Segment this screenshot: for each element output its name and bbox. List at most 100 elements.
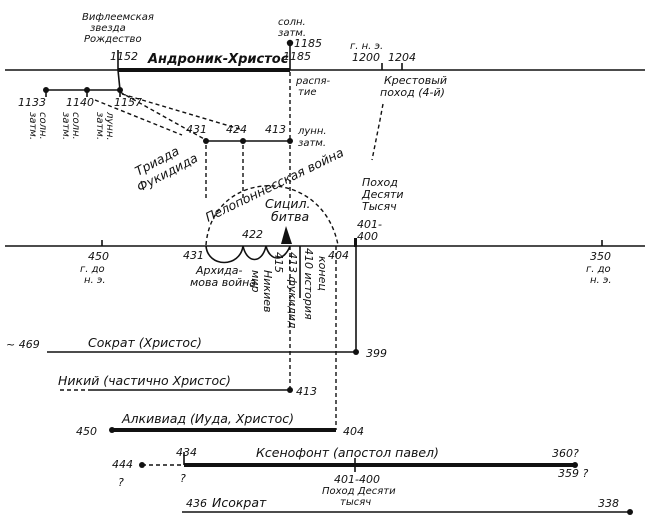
- bce-450-line2: н. э.: [84, 275, 106, 286]
- isocrates-name: Исократ: [212, 495, 267, 510]
- xenophon-q2: ?: [180, 472, 186, 485]
- label-415-group: 415: [272, 252, 285, 273]
- label-1133: 1133: [18, 96, 46, 109]
- triad-413: 413: [265, 123, 286, 136]
- label-404: 404: [328, 249, 349, 262]
- triad-424-dot: [240, 138, 246, 144]
- nikias-peace-line1: мир: [249, 270, 262, 292]
- crucifixion-line1: распя-: [295, 76, 331, 87]
- nikias-peace-line2: Никиев: [261, 270, 274, 312]
- eclipse-1185-dot: [286, 39, 294, 47]
- end-label-group: конец: [316, 256, 329, 291]
- eclipse-1185-line1: солн.: [278, 17, 306, 28]
- archidamian-line2: мова война: [190, 276, 256, 289]
- label-350: 350: [590, 250, 611, 263]
- eclipse-1133-label-line2: затм.: [27, 112, 38, 140]
- tick-401-400: [354, 238, 357, 247]
- label-413-phukid: 413 фукидид: [286, 252, 299, 329]
- socrates-name: Сократ (Христос): [88, 335, 202, 350]
- triad-431-dot: [203, 138, 209, 144]
- march-line2: Десяти: [361, 188, 404, 201]
- label-413-group: 413 фукидид: [286, 252, 299, 329]
- eclipse-1140-label: солн. затм.: [60, 112, 81, 140]
- eclipse-1140-label-line2: затм.: [60, 112, 71, 140]
- xenophon-march-line1: Поход Десяти: [322, 486, 396, 497]
- end-label: конец: [316, 256, 329, 291]
- march-line1: Поход: [362, 176, 398, 189]
- triad-caption: Триада Фукидида: [132, 143, 200, 195]
- xenophon-end-dot: [572, 462, 578, 468]
- label-1200: 1200: [352, 51, 380, 64]
- tick-1152-1157: [117, 69, 121, 91]
- triad-413-dot: [287, 138, 293, 144]
- alcibiades-end: 404: [343, 425, 364, 438]
- label-1204: 1204: [388, 51, 416, 64]
- label-1185: 1185: [283, 50, 311, 63]
- isocrates-start: 436: [186, 497, 207, 510]
- nikias-name: Никий (частично Христос): [58, 373, 231, 388]
- bce-350-line2: н. э.: [590, 275, 612, 286]
- nikias-end: 413: [296, 385, 317, 398]
- link-1157-424: [121, 93, 244, 131]
- alcibiades-name: Алкивиад (Иуда, Христос): [121, 411, 294, 426]
- crusade-line1: Крестовый: [384, 74, 447, 87]
- socrates-end: 399: [366, 347, 387, 360]
- sicil-battle-marker: [281, 226, 292, 244]
- eclipse-1157-label: лунн. затм.: [94, 111, 115, 141]
- nikias-peace-label: мир Никиев: [249, 270, 274, 312]
- label-410-history: 410 история: [302, 248, 315, 320]
- triad-lunar-line1: лунн.: [297, 126, 327, 137]
- eclipse-1185-line2: затм.: [278, 28, 306, 39]
- eclipse-1157-label-line2: затм.: [94, 112, 105, 140]
- eclipse-1140-label-line1: солн.: [70, 112, 81, 140]
- xenophon-mid: 434: [176, 446, 197, 459]
- label-gne: г. н. э.: [350, 41, 383, 52]
- isocrates-end-dot: [627, 509, 633, 515]
- nikias-peace-arc-2: [265, 245, 291, 259]
- label-1152: 1152: [110, 50, 138, 63]
- eclipse-1133-label-line1: солн.: [37, 112, 48, 140]
- march-line3: Тысяч: [362, 200, 397, 213]
- star-label-line3: Рождество: [84, 34, 142, 45]
- link-1140-431: [94, 99, 183, 136]
- star-label-line1: Вифлеемская: [82, 12, 154, 23]
- crucifixion-line2: тие: [298, 87, 316, 98]
- xenophon-q1: ?: [118, 476, 124, 489]
- crusade-link: [371, 103, 384, 161]
- label-401-line1: 401-: [357, 218, 382, 231]
- nikias-end-dot: [287, 387, 293, 393]
- sicil-line2: битва: [271, 209, 309, 224]
- label-422: 422: [242, 228, 263, 241]
- xenophon-march-years: 401-400: [334, 473, 380, 486]
- label-1185-top: 1185: [294, 37, 322, 50]
- socrates-end-dot: [353, 349, 359, 355]
- label-415: 415: [272, 252, 285, 273]
- xenophon-start: 444: [112, 458, 133, 471]
- triad-424: 424: [226, 123, 247, 136]
- xenophon-end2: 359 ?: [558, 467, 588, 480]
- label-1140: 1140: [66, 96, 94, 109]
- archidamian-line1: Архида-: [195, 264, 243, 277]
- eclipse-1133-label: солн. затм.: [27, 112, 48, 140]
- label-450: 450: [88, 250, 109, 263]
- crusade-line2: поход (4-й): [380, 86, 445, 99]
- bce-350-line1: г. до: [586, 264, 611, 275]
- alcibiades-start-dot: [109, 427, 115, 433]
- andronik-label: Андроник-Христос: [147, 52, 289, 67]
- triad-431: 431: [186, 123, 207, 136]
- socrates-start: ~ 469: [6, 338, 40, 351]
- triad-lunar-line2: затм.: [298, 138, 326, 149]
- isocrates-end: 338: [598, 497, 619, 510]
- star-label-line2: звезда: [90, 23, 126, 34]
- bce-450-line1: г. до: [80, 264, 105, 275]
- archidamian-arc: [205, 245, 244, 264]
- label-431: 431: [183, 249, 204, 262]
- xenophon-start-dot: [139, 462, 145, 468]
- link-1133-431: [119, 91, 207, 141]
- label-401-line2: 400: [357, 230, 378, 243]
- xenophon-march-line2: тысяч: [340, 497, 371, 508]
- xenophon-end: 360?: [552, 447, 579, 460]
- sicil-line1: Сицил.: [265, 196, 310, 211]
- xenophon-name: Ксенофонт (апостол павел): [256, 445, 439, 460]
